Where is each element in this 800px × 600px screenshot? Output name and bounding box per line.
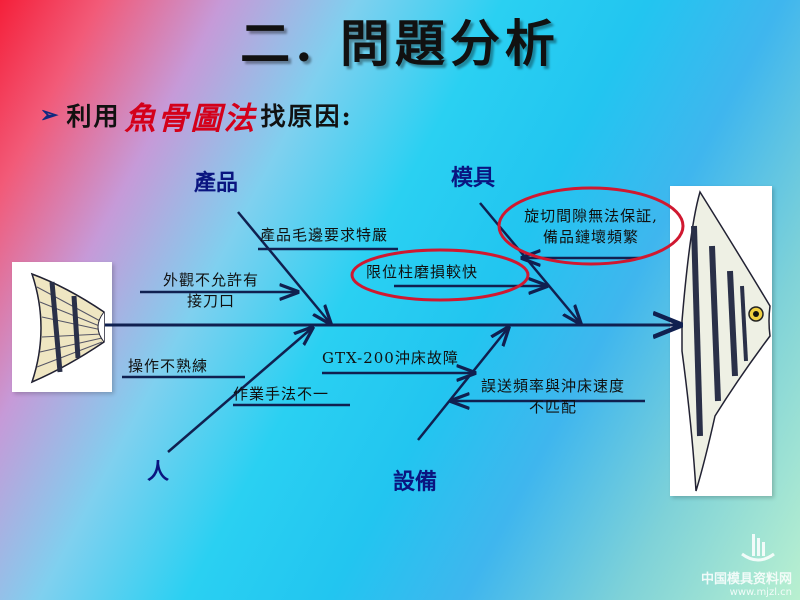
category-mold: 模具 <box>451 165 496 191</box>
watermark-line1: 中国模具资料网 <box>700 572 792 587</box>
cause-feed-mismatch-line2: 不匹配 <box>528 398 577 416</box>
cause-appearance-line1: 外觀不允許有 <box>162 271 259 289</box>
bone-equipment <box>417 328 508 441</box>
fish-tail-card <box>12 262 112 392</box>
category-equipment: 設備 <box>393 469 438 495</box>
cause-method-inconsistent: 作業手法不一 <box>233 385 330 403</box>
cause-limit-pin: 限位柱磨損較快 <box>366 263 479 281</box>
subtitle-suffix: 找原因: <box>260 102 353 131</box>
watermark-line2: www.mjzl.cn <box>729 587 792 598</box>
fish-head-card <box>670 186 772 496</box>
cause-gtx-fault: GTX-200沖床故障 <box>322 349 459 367</box>
category-product: 產品 <box>194 170 239 196</box>
cause-feed-mismatch-line1: 誤送頻率與沖床速度 <box>480 377 625 395</box>
subtitle-highlight: 魚骨圖法 <box>124 100 257 137</box>
page-title: 二. 問題分析 <box>240 14 560 73</box>
cause-unskilled: 操作不熟練 <box>128 357 209 375</box>
highlight-ellipse-rotary-cut <box>497 186 685 266</box>
cause-appearance-line2: 接刀口 <box>186 292 235 310</box>
cause-burr-requirement: 產品毛邊要求特嚴 <box>260 226 389 244</box>
subtitle: ➢ 利用 魚骨圖法 找原因: <box>40 95 353 137</box>
watermark-logo-icon <box>741 534 775 562</box>
cause-rotary-cut-line1: 旋切間隙無法保証, <box>524 207 658 225</box>
cause-rotary-cut: 旋切間隙無法保証, 備品鏈壞頻繁 <box>500 205 682 247</box>
cause-feed-mismatch: 誤送頻率與沖床速度 不匹配 <box>458 375 648 417</box>
watermark: 中国模具资料网 www.mjzl.cn <box>701 528 792 598</box>
fish-tail-icon <box>30 272 105 384</box>
cause-rotary-cut-line2: 備品鏈壞頻繁 <box>542 228 639 246</box>
cause-appearance: 外觀不允許有 接刀口 <box>146 269 276 311</box>
bone-people <box>167 328 312 453</box>
subtitle-prefix: 利用 <box>66 102 121 131</box>
fish-head-icon <box>681 190 771 492</box>
bullet-arrow-icon: ➢ <box>40 102 61 128</box>
bone-product <box>237 211 330 323</box>
category-people: 人 <box>147 459 170 485</box>
highlight-ellipse-limit-pin <box>350 248 530 302</box>
